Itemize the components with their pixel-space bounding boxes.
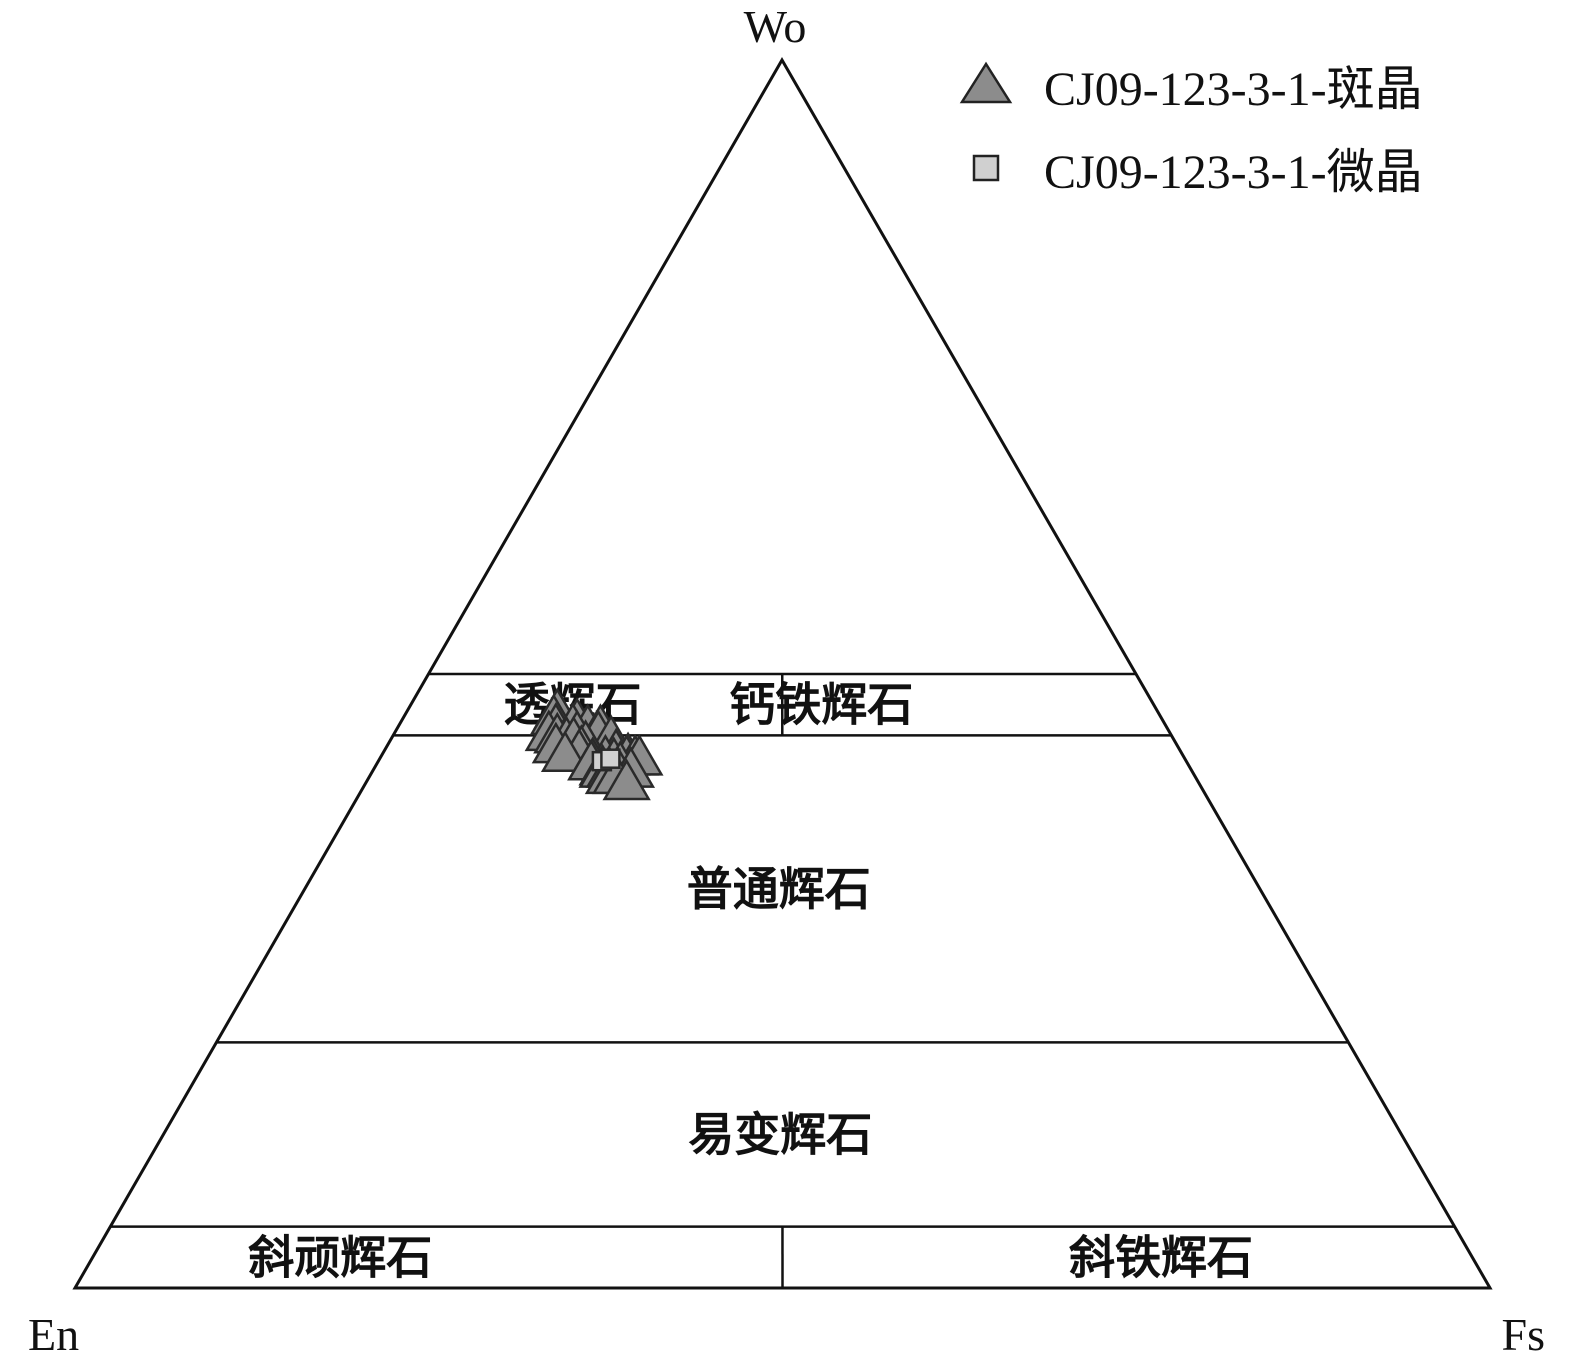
microcryst-point: [600, 748, 621, 769]
phenocryst-point: [602, 758, 651, 801]
classification-fields: [110, 672, 1455, 1289]
field-label-clinoferrosilite: 斜铁辉石: [1069, 1230, 1253, 1284]
ternary-frame: [72, 56, 1493, 1290]
vertex-label-en: En: [28, 1309, 79, 1360]
field-label-augite: 普通辉石: [687, 862, 871, 916]
legend: CJ09-123-3-1-斑晶 CJ09-123-3-1-微晶: [959, 61, 1423, 199]
phenocryst-point: [540, 730, 590, 772]
field-label-hedenbergite: 钙铁辉石: [729, 678, 913, 732]
legend-square-marker: [972, 154, 1000, 182]
legend-label-phenocryst: CJ09-123-3-1-斑晶: [1044, 63, 1423, 116]
legend-triangle-marker: [959, 61, 1013, 104]
field-label-clinoenstatite: 斜顽辉石: [248, 1230, 432, 1284]
vertex-label-fs: Fs: [1502, 1309, 1545, 1360]
field-labels: 透辉石钙铁辉石普通辉石易变辉石斜顽辉石斜铁辉石: [248, 678, 1253, 1285]
data-points: [524, 687, 664, 801]
legend-label-microcryst: CJ09-123-3-1-微晶: [1044, 146, 1423, 199]
vertex-label-wo: Wo: [744, 1, 807, 52]
field-label-pigeonite: 易变辉石: [688, 1108, 872, 1162]
